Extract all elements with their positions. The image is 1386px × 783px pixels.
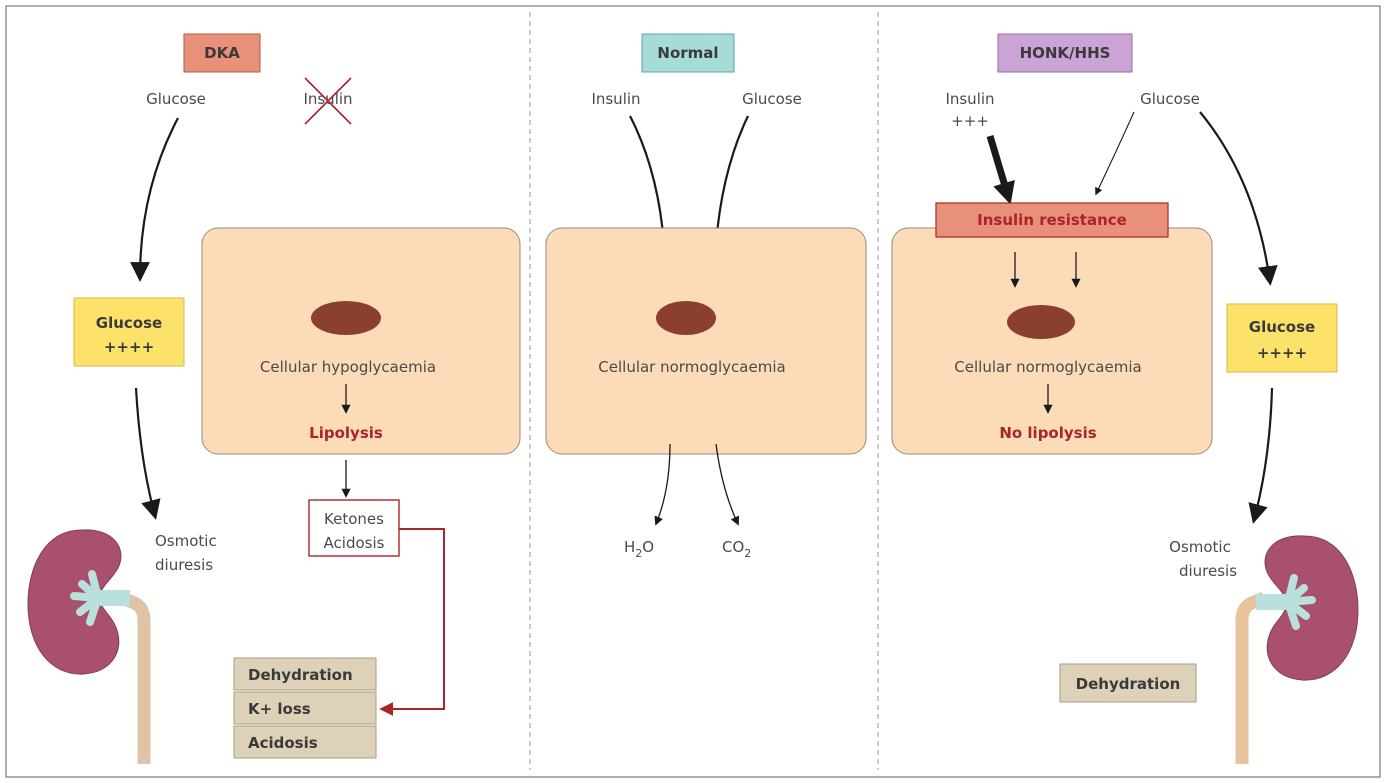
honk-glucose-box [1226, 303, 1338, 373]
honk-header-box [997, 33, 1133, 73]
normal-insulin-arrow [629, 115, 673, 248]
dka-glucose-label: Glucose [146, 90, 206, 108]
dka-cell [201, 227, 521, 455]
normal-co2: CO2 [722, 538, 751, 560]
normal-glucose-label: Glucose [742, 90, 802, 108]
normal-water: H2O [624, 538, 654, 560]
dka-insulin-label: Insulin [303, 90, 352, 108]
dka-diuresis-arrow [134, 387, 161, 520]
normal-insulin-label: Insulin [591, 90, 640, 108]
dka-glucose-box-level: ++++ [104, 338, 154, 356]
honk-kidney-icon [1235, 535, 1359, 764]
honk-process: No lipolysis [999, 424, 1096, 442]
honk-diuresis-arrow [1248, 387, 1274, 524]
honk-glucose-box-level: ++++ [1257, 344, 1307, 362]
dka-glucose-box [73, 297, 185, 367]
dka-header: DKA [204, 44, 240, 62]
honk-panel: HONK/HHS Insulin +++ Glucose Insulin res… [891, 33, 1359, 764]
dka-acidosis: Acidosis [324, 534, 385, 552]
normal-nucleus [656, 301, 716, 335]
honk-diuresis-line2: diuresis [1179, 562, 1237, 580]
dka-diuresis-line2: diuresis [155, 556, 213, 574]
normal-header: Normal [657, 44, 718, 62]
dka-diuresis-line1: Osmotic [155, 532, 217, 550]
honk-cell [891, 227, 1213, 455]
dka-effect-acidosis: Acidosis [248, 734, 318, 752]
dka-glucose-box-label: Glucose [96, 314, 162, 332]
insulin-absent-cross [304, 77, 352, 125]
honk-glucose-arrow [1199, 111, 1278, 286]
honk-effect-box [1059, 663, 1197, 703]
normal-water-arrow [654, 443, 671, 526]
honk-insulin-level: +++ [951, 112, 989, 130]
dka-effects-stack: Dehydration K+ loss Acidosis [233, 657, 377, 759]
honk-insulin-arrow [986, 134, 1015, 205]
dka-ketones-box [308, 499, 400, 557]
honk-header: HONK/HHS [1020, 44, 1111, 62]
normal-glucose-arrow [707, 115, 749, 248]
honk-diuresis-line1: Osmotic [1169, 538, 1231, 556]
dka-kidney-icon [27, 529, 151, 764]
dka-nucleus [311, 301, 381, 335]
honk-nucleus [1007, 305, 1075, 339]
dka-glucose-arrow [130, 117, 179, 282]
dka-header-box [183, 33, 261, 73]
normal-co2-arrow [715, 443, 740, 526]
normal-cell-state: Cellular normoglycaemia [598, 358, 785, 376]
honk-resistance: Insulin resistance [977, 211, 1127, 229]
dka-effect-dehydration: Dehydration [248, 666, 353, 684]
dka-cell-state: Cellular hypoglycaemia [260, 358, 436, 376]
normal-header-box [641, 33, 735, 73]
honk-insulin-label: Insulin [945, 90, 994, 108]
dka-red-connector [379, 528, 445, 716]
honk-cell-state: Cellular normoglycaemia [954, 358, 1141, 376]
dka-effect-k-loss: K+ loss [248, 700, 311, 718]
honk-glucose-thin-arrow [1095, 111, 1135, 196]
honk-effect-dehydration: Dehydration [1076, 675, 1181, 693]
normal-cell [545, 227, 867, 455]
honk-glucose-box-label: Glucose [1249, 318, 1315, 336]
dka-process: Lipolysis [309, 424, 383, 442]
honk-resistance-box [935, 202, 1169, 238]
outer-frame [5, 5, 1381, 778]
normal-panel: Normal Insulin Glucose Cellular normogly… [545, 33, 867, 560]
honk-glucose-label: Glucose [1140, 90, 1200, 108]
dka-panel: DKA Glucose Insulin Glucose ++++ Osmotic… [27, 33, 521, 764]
dka-ketones: Ketones [324, 510, 384, 528]
